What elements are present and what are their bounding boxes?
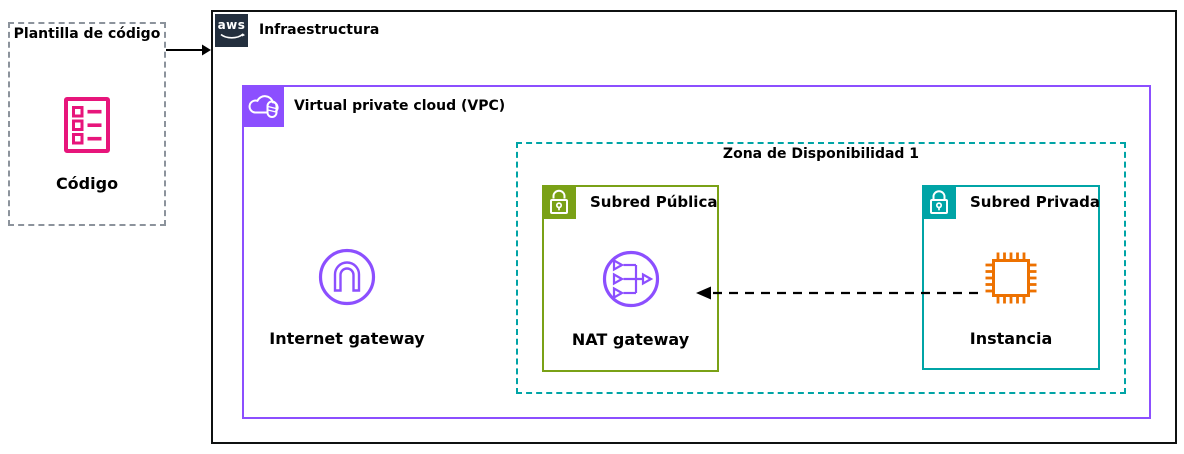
- nat-gateway-icon: [602, 250, 659, 308]
- instance-chip-icon: [985, 252, 1037, 304]
- vpc-icon: [242, 85, 284, 127]
- internet-gateway-icon: [318, 248, 376, 306]
- nat-gateway: NAT gateway: [544, 248, 717, 349]
- public-subnet-lock-icon: [542, 185, 576, 219]
- code-label: Código: [55, 174, 119, 193]
- private-subnet-lock-icon: [922, 185, 956, 219]
- code-icon: [64, 97, 110, 153]
- aws-logo-icon: aws: [215, 14, 248, 47]
- template-to-infra-arrow: [166, 44, 211, 56]
- internet-gateway: Internet gateway: [262, 245, 432, 348]
- private-subnet-label: Subred Privada: [970, 193, 1101, 211]
- vpc-group: Virtual private cloud (VPC) Internet gat…: [242, 85, 1151, 419]
- public-subnet-label: Subred Pública: [590, 193, 718, 211]
- availability-zone-label: Zona de Disponibilidad 1: [722, 146, 920, 162]
- vpc-label: Virtual private cloud (VPC): [294, 98, 506, 114]
- aws-logo-text: aws: [217, 18, 246, 32]
- internet-gateway-label: Internet gateway: [269, 329, 425, 348]
- template-title: Plantilla de código: [13, 26, 161, 42]
- aws-smile-icon: [219, 33, 245, 39]
- public-subnet-group: Subred Pública: [542, 185, 719, 372]
- infrastructure-label: Infraestructura: [259, 22, 380, 38]
- code-template-group: Plantilla de código Código: [8, 22, 166, 226]
- instance: Instancia: [924, 247, 1098, 348]
- availability-zone-group: Zona de Disponibilidad 1 Subred Pública: [516, 142, 1126, 394]
- instance-to-nat-arrow: [696, 286, 978, 300]
- nat-gateway-label: NAT gateway: [571, 330, 690, 349]
- private-subnet-group: Subred Privada: [922, 185, 1100, 370]
- infrastructure-group: aws Infraestructura Virtual private clou…: [211, 10, 1177, 444]
- instance-label: Instancia: [969, 329, 1053, 348]
